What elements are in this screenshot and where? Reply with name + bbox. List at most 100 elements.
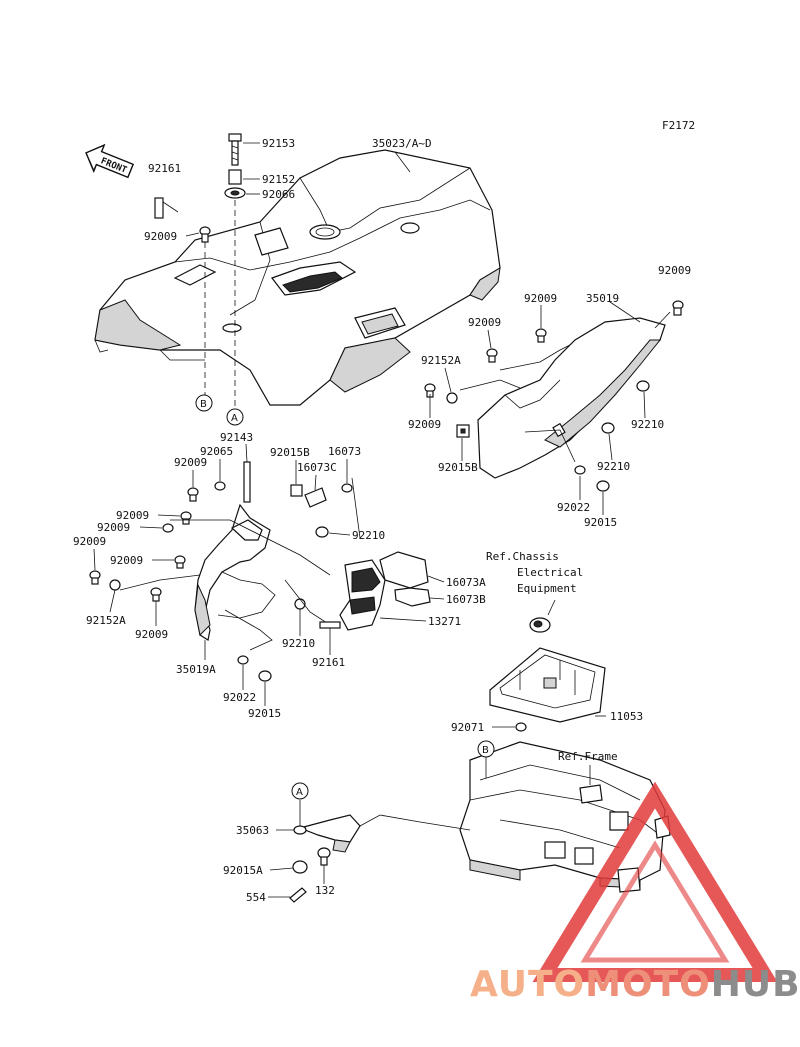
bolt-92009-j-icon: [89, 570, 101, 585]
svg-text:B: B: [482, 745, 489, 756]
svg-text:B: B: [200, 399, 207, 410]
bolt-132-icon: [317, 847, 331, 866]
nut-92015-b-icon: [258, 670, 272, 682]
label-92152A-a: 92152A: [421, 354, 461, 367]
grommet-92210-b-icon: [601, 422, 615, 434]
label-92071: 92071: [451, 721, 484, 734]
leader-35019: [609, 301, 641, 323]
leader-left-b: [119, 574, 201, 591]
callout-b-bot: B: [477, 740, 495, 758]
pin-92161-top-icon: [154, 197, 164, 219]
label-35019: 35019: [586, 292, 619, 305]
label-92009-j: 92009: [73, 535, 106, 548]
callout-a-top: A: [226, 408, 244, 426]
label-92143: 92143: [220, 431, 253, 444]
label-92152A-b: 92152A: [86, 614, 126, 627]
side-cover-35019A: [194, 503, 276, 641]
ref-labels: Ref.Chassis Electrical Equipment Ref.Fra…: [486, 550, 618, 763]
bolt-92009-top-right-icon: [672, 300, 684, 316]
side-cover-35019: [477, 317, 666, 479]
label-92009-c: 92009: [468, 316, 501, 329]
label-92066: 92066: [262, 188, 295, 201]
leader-left-a: [170, 519, 331, 576]
grommet-92210-a-icon: [636, 380, 650, 392]
label-92015A: 92015A: [223, 864, 263, 877]
nut-92071-icon: [515, 722, 527, 732]
label-92015-b: 92015: [248, 707, 281, 720]
cotter-pin-554-icon: [289, 887, 307, 903]
svg-text:A: A: [296, 787, 303, 798]
washer-92022-b-icon: [237, 655, 249, 665]
leader-92161-top: [162, 201, 179, 213]
label-92009-a: 92009: [144, 230, 177, 243]
bolt-92009-f-icon: [187, 487, 199, 502]
label-92009-d: 92009: [408, 418, 441, 431]
pad-16073C-icon: [304, 487, 327, 508]
ref-frame: Ref.Frame: [558, 750, 618, 763]
nut-92015A-icon: [292, 860, 308, 874]
leader-ref-chassis: [547, 599, 556, 616]
label-92022-a: 92022: [557, 501, 590, 514]
callout-a-bot: A: [291, 782, 309, 800]
bolt-92009-h-icon: [162, 523, 174, 533]
label-92015B-a: 92015B: [438, 461, 478, 474]
reflector-16073B: [394, 587, 431, 607]
bracket-11053: [489, 647, 606, 723]
washer-92022-a-icon: [574, 465, 586, 475]
leader-35019-a: [499, 344, 571, 371]
leader-92022-a: [524, 429, 576, 463]
label-92153: 92153: [262, 137, 295, 150]
leader-35019-b: [459, 379, 521, 391]
label-16073A: 16073A: [446, 576, 486, 589]
rubber-92066-icon: [224, 187, 246, 199]
svg-text:A: A: [231, 413, 238, 424]
label-92065: 92065: [200, 445, 233, 458]
bolt-92009-b-icon: [535, 328, 547, 343]
ref-chassis-line3: Equipment: [517, 582, 577, 595]
bracket-35063: [293, 814, 361, 853]
label-92015B-b: 92015B: [270, 446, 310, 459]
nut-92015-a-icon: [596, 480, 610, 492]
grommet-92210-c-icon: [315, 526, 329, 538]
label-92210-a: 92210: [631, 418, 664, 431]
reflector-16073A: [379, 551, 429, 589]
label-92009-top-right: 92009: [658, 264, 691, 277]
label-92009-i: 92009: [110, 554, 143, 567]
label-92210-b: 92210: [597, 460, 630, 473]
bolt-92153-icon: [228, 133, 242, 166]
callout-b-top: B: [195, 394, 213, 412]
label-92009-k: 92009: [135, 628, 168, 641]
leader-16073: [351, 477, 361, 539]
bolt-92009-c-icon: [486, 348, 498, 363]
leader-92009-tr: [654, 311, 671, 329]
bolt-92143-icon: [243, 461, 251, 503]
watermark-triangle-icon: [532, 781, 778, 982]
ref-chassis-line2: Electrical: [517, 566, 583, 579]
rear-fender: [94, 149, 501, 406]
nut-92015B-a-icon: [456, 424, 470, 438]
leader-35063: [359, 814, 471, 831]
leader-left-c: [224, 609, 273, 651]
label-92210-d: 92210: [282, 637, 315, 650]
label-92015-a: 92015: [584, 516, 617, 529]
collar-92152-icon: [228, 169, 242, 185]
label-16073B: 16073B: [446, 593, 486, 606]
part-labels: 92153 35023/A~D 92161 92152 92066 92009 …: [73, 137, 691, 904]
label-554: 554: [246, 891, 266, 904]
label-92009-f: 92009: [174, 456, 207, 469]
label-35023: 35023/A~D: [372, 137, 432, 150]
label-13271: 13271: [428, 615, 461, 628]
label-11053: 11053: [610, 710, 643, 723]
bolt-92009-g-icon: [180, 511, 192, 525]
label-16073C: 16073C: [297, 461, 337, 474]
washer-16073-icon: [341, 483, 353, 493]
bolt-92009-i-icon: [174, 555, 186, 569]
collar-92152A-a-icon: [446, 392, 458, 404]
label-35063: 35063: [236, 824, 269, 837]
pin-92161-bot-icon: [319, 621, 341, 629]
label-92009-h: 92009: [97, 521, 130, 534]
diagram-code: F2172: [662, 119, 695, 132]
bolt-92009-a-icon: [199, 226, 211, 243]
